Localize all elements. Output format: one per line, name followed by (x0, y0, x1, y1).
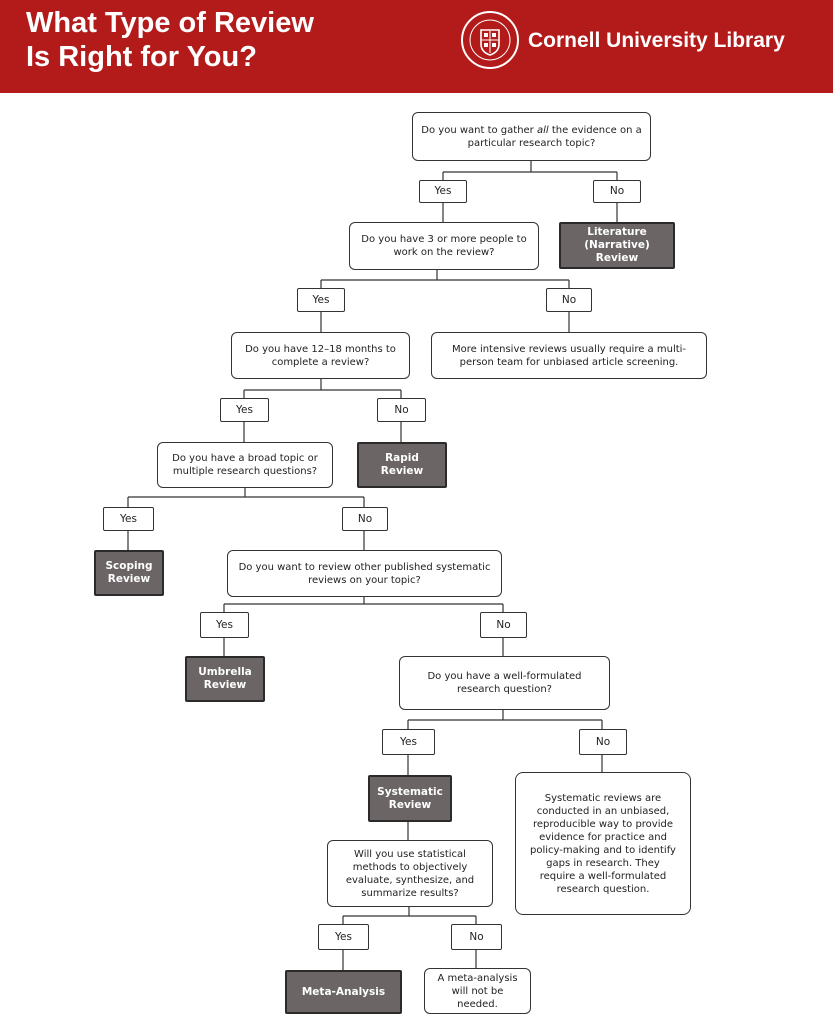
result-scoping-review: Scoping Review (94, 550, 164, 596)
question-team-size: Do you have 3 or more people to work on … (349, 222, 539, 270)
question-broad-topic: Do you have a broad topic or multiple re… (157, 442, 333, 488)
answer-q5-yes: Yes (200, 612, 249, 638)
question-well-formulated: Do you have a well-formulated research q… (399, 656, 610, 710)
answer-q6-yes: Yes (382, 729, 435, 755)
question-statistical-methods: Will you use statistical methods to obje… (327, 840, 493, 907)
question-review-systematic-reviews: Do you want to review other published sy… (227, 550, 502, 597)
answer-q3-yes: Yes (220, 398, 269, 422)
note-multi-person-team: More intensive reviews usually require a… (431, 332, 707, 379)
answer-q2-yes: Yes (297, 288, 345, 312)
title-line-2: Is Right for You? (26, 41, 257, 73)
answer-q4-no: No (342, 507, 388, 531)
result-rapid-review: Rapid Review (357, 442, 447, 488)
question-gather-all-evidence: Do you want to gather all the evidence o… (412, 112, 651, 161)
result-literature-review: Literature (Narrative) Review (559, 222, 675, 269)
answer-q6-no: No (579, 729, 627, 755)
note-meta-analysis-not-needed: A meta-analysis will not be needed. (424, 968, 531, 1014)
result-meta-analysis: Meta-Analysis (285, 970, 402, 1014)
q1-text-start: Do you want to gather (421, 124, 537, 136)
answer-q1-yes: Yes (419, 180, 467, 203)
answer-q5-no: No (480, 612, 527, 638)
answer-q3-no: No (377, 398, 426, 422)
answer-q2-no: No (546, 288, 592, 312)
header-banner: What Type of Review Is Right for You? Co… (0, 0, 833, 93)
result-systematic-review: Systematic Review (368, 775, 452, 822)
q1-text-emphasis: all (536, 124, 549, 136)
page-title: What Type of Review Is Right for You? (26, 6, 406, 74)
answer-q7-yes: Yes (318, 924, 369, 950)
title-line-1: What Type of Review (26, 7, 314, 39)
cornell-seal-icon (461, 11, 519, 69)
q1-text-end: the evidence on a particular research to… (467, 124, 642, 149)
result-umbrella-review: Umbrella Review (185, 656, 265, 702)
answer-q1-no: No (593, 180, 641, 203)
brand-name: Cornell University Library (528, 29, 785, 52)
question-time-available: Do you have 12–18 months to complete a r… (231, 332, 410, 379)
answer-q4-yes: Yes (103, 507, 154, 531)
answer-q7-no: No (451, 924, 502, 950)
note-systematic-reviews: Systematic reviews are conducted in an u… (515, 772, 691, 915)
